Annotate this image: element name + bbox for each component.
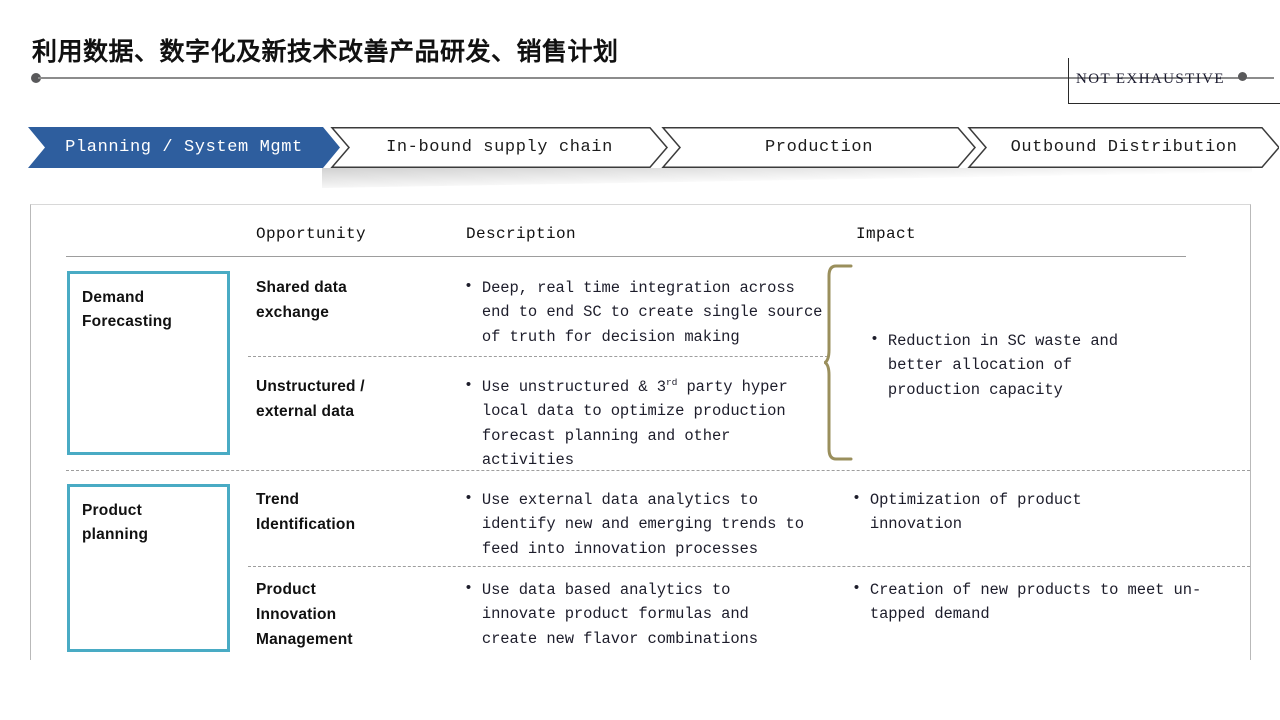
ordinal-suffix: rd [665, 376, 678, 388]
page-title: 利用数据、数字化及新技术改善产品研发、销售计划 [32, 38, 619, 66]
opportunity-unstructured-external-data: Unstructured / external data [256, 375, 456, 425]
column-header-opportunity: Opportunity [256, 225, 367, 243]
opportunity-product-innovation-management: Product Innovation Management [256, 578, 456, 652]
impact-bullet-trend-identification: • Optimization of product innovation [852, 488, 1182, 537]
callout-dot [1238, 72, 1247, 81]
opportunity-line1: Product [256, 581, 316, 598]
bullet-text: Use external data analytics to identify … [481, 491, 804, 558]
bullet-icon: • [464, 580, 473, 597]
category-label-line2: planning [82, 526, 149, 544]
opportunity-line1: Trend [256, 491, 300, 508]
column-header-rule [66, 256, 1186, 257]
bullet-text: Optimization of product innovation [869, 491, 1082, 534]
content-panel [30, 204, 1251, 660]
impact-bullet-product-innovation-management: • Creation of new products to meet un-ta… [852, 578, 1202, 627]
curly-brace-icon [824, 264, 853, 461]
title-rule [38, 77, 1274, 79]
tab-label: In-bound supply chain [386, 138, 613, 157]
opportunity-line1: Shared data [256, 279, 347, 296]
description-bullet-unstructured-external-data: • Use unstructured & 3rd party hyper loc… [464, 375, 829, 472]
tab-outbound-distribution[interactable]: Outbound Distribution [969, 127, 1279, 168]
section-divider [66, 470, 1250, 471]
category-label-line2: Forecasting [82, 313, 173, 331]
bullet-icon: • [852, 490, 861, 507]
opportunity-line1: Unstructured / [256, 378, 365, 395]
bullet-text-pre: Use unstructured & 3 [481, 378, 666, 396]
opportunity-line2: Identification [256, 515, 356, 533]
bullet-text: Deep, real time integration across end t… [481, 279, 823, 346]
opportunity-line2: Innovation [256, 605, 337, 623]
description-bullet-shared-data-exchange: • Deep, real time integration across end… [464, 276, 824, 349]
bullet-text: Reduction in SC waste and better allocat… [887, 332, 1118, 399]
category-box-demand-forecasting[interactable]: Demand Forecasting [67, 271, 230, 455]
opportunity-line3: Management [256, 630, 353, 648]
bullet-icon: • [464, 377, 473, 394]
opportunity-trend-identification: Trend Identification [256, 488, 456, 538]
not-exhaustive-label: NOT EXHAUSTIVE [1076, 71, 1225, 87]
category-box-product-planning[interactable]: Product planning [67, 484, 230, 652]
column-header-description: Description [466, 225, 577, 243]
column-header-impact: Impact [856, 225, 917, 243]
row-divider-section1 [248, 356, 828, 357]
bullet-icon: • [464, 490, 473, 507]
bullet-text: Creation of new products to meet un-tapp… [869, 581, 1202, 624]
description-bullet-trend-identification: • Use external data analytics to identif… [464, 488, 829, 561]
category-label-line1: Product [82, 502, 142, 519]
tab-label: Planning / System Mgmt [65, 138, 303, 157]
row-divider-section2 [248, 566, 1250, 567]
tab-production[interactable]: Production [663, 127, 975, 168]
title-rule-dot [31, 73, 41, 83]
category-label-line1: Demand [82, 289, 145, 306]
tab-label: Production [764, 138, 874, 157]
bullet-text: Use unstructured & 3rd party hyper local… [482, 375, 829, 472]
bullet-icon: • [852, 580, 861, 597]
opportunity-line2: exchange [256, 303, 330, 321]
opportunity-line2: external data [256, 402, 355, 420]
not-exhaustive-callout-frame [1068, 58, 1280, 104]
tab-bar-shadow [322, 168, 1252, 188]
bullet-icon: • [464, 278, 473, 295]
tab-in-bound-supply-chain[interactable]: In-bound supply chain [332, 127, 667, 168]
bullet-text: Use data based analytics to innovate pro… [481, 581, 758, 648]
impact-bullet-demand-forecasting: • Reduction in SC waste and better alloc… [870, 329, 1170, 402]
description-bullet-product-innovation-management: • Use data based analytics to innovate p… [464, 578, 809, 651]
opportunity-shared-data-exchange: Shared data exchange [256, 276, 456, 326]
tab-planning-system-mgmt[interactable]: Planning / System Mgmt [28, 127, 340, 168]
bullet-icon: • [870, 331, 879, 348]
bullet-text-post: party hyper local data to optimize produ… [481, 378, 788, 469]
tab-label: Outbound Distribution [1010, 138, 1238, 157]
